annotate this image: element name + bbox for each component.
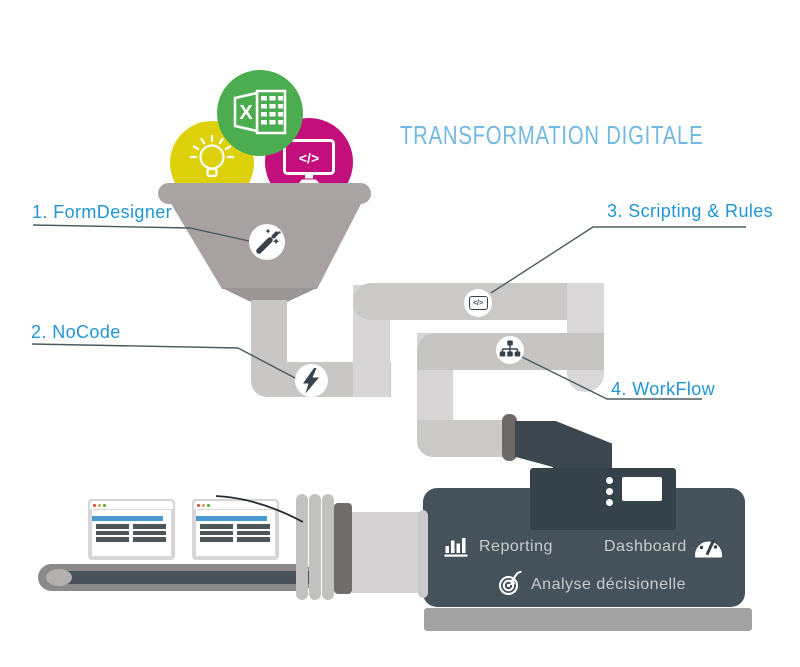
excel-circle (217, 70, 303, 156)
maximize-dot-icon (207, 503, 210, 507)
coupling-rib (296, 494, 308, 600)
gauge-icon (695, 540, 722, 558)
close-dot-icon (93, 503, 96, 507)
panel-led (606, 488, 613, 495)
intake-ring (502, 414, 517, 461)
browser-window (192, 499, 279, 560)
bar-chart-icon (444, 538, 468, 557)
excel-icon: X (233, 89, 287, 135)
conveyor-belt-band (52, 571, 314, 584)
code-badge: </> (464, 289, 492, 317)
machine-inlet-pipe (352, 512, 428, 593)
minimize-dot-icon (202, 503, 205, 507)
panel-screen (622, 477, 662, 501)
reporting-label: Reporting (479, 538, 553, 555)
workflow-badge (496, 336, 524, 364)
target-icon (499, 570, 522, 595)
step-label-form-designer: 1. FormDesigner (32, 202, 173, 222)
code-window-icon: </> (468, 296, 488, 310)
sitemap-icon (499, 340, 521, 357)
magic-wand-badge (249, 224, 285, 260)
browser-window (88, 499, 175, 560)
step-label-nocode: 2. NoCode (31, 322, 121, 342)
browser-header-bar (196, 516, 267, 521)
lightning-badge (295, 364, 328, 397)
panel-led (606, 477, 613, 484)
machine-base (424, 608, 752, 631)
browser-header-bar (92, 516, 163, 521)
funnel-spout-pipe (251, 300, 287, 365)
magic-wand-icon (256, 228, 281, 254)
conveyor-roller (46, 569, 72, 586)
funnel-rim (158, 183, 371, 204)
lightning-icon (303, 368, 319, 394)
dashboard-label: Dashboard (604, 538, 687, 555)
maximize-dot-icon (103, 503, 106, 507)
coupling-rib (322, 494, 334, 600)
pipe-to-machine (417, 420, 507, 457)
funnel-neck (222, 288, 317, 302)
browser-titlebar (90, 501, 173, 509)
close-dot-icon (197, 503, 200, 507)
svg-text:X: X (239, 102, 253, 124)
panel-led (606, 499, 613, 506)
code-monitor-icon: </> (283, 139, 335, 184)
analysis-label: Analyse décisionelle (531, 576, 686, 593)
page-title: TRANSFORMATION DIGITALE (400, 120, 704, 150)
minimize-dot-icon (98, 503, 101, 507)
coupling-rib (309, 494, 321, 600)
inlet-end-flange (418, 510, 428, 598)
svg-text:</>: </> (299, 150, 319, 166)
step-label-workflow: 4. WorkFlow (611, 379, 716, 399)
coupling-flange (334, 503, 352, 594)
lightbulb-icon (189, 134, 235, 178)
step-label-scripting: 3. Scripting & Rules (607, 201, 774, 221)
